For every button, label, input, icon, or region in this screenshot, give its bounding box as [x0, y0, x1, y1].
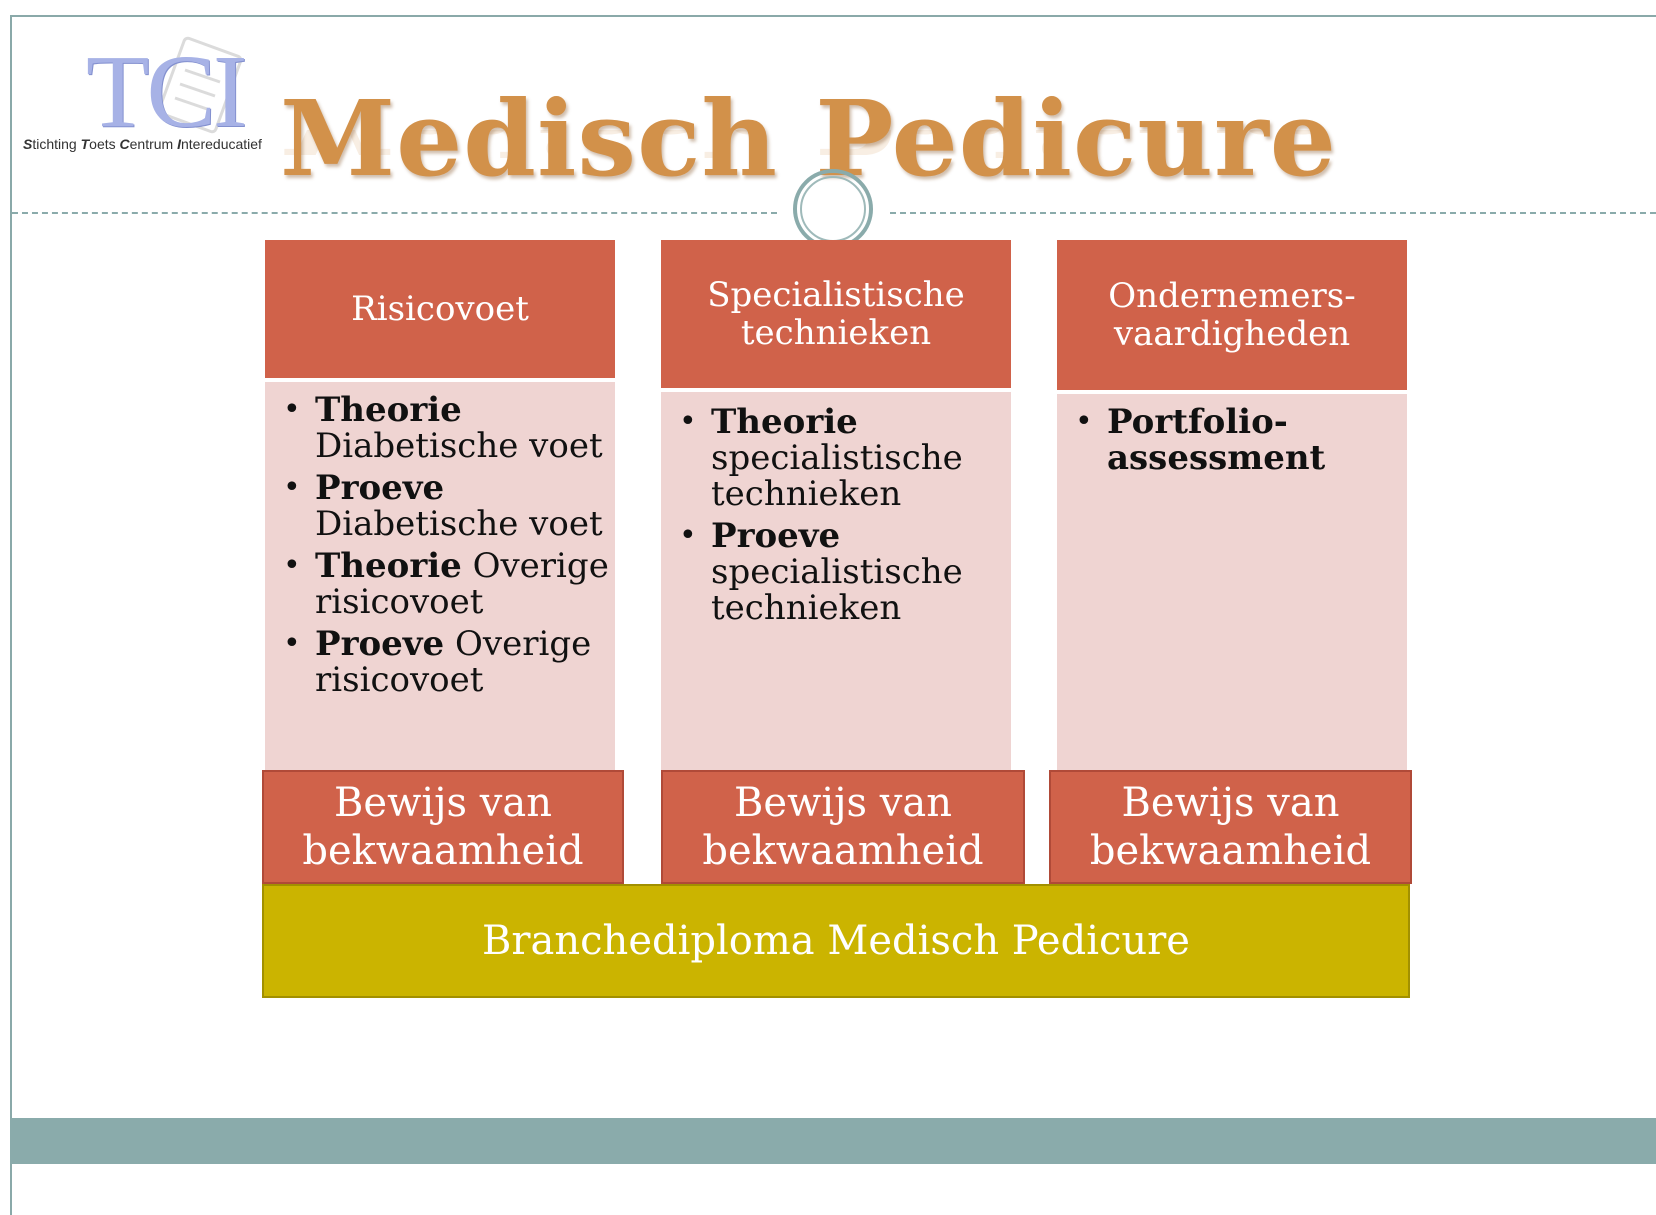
item-text: Diabetische voet — [315, 504, 603, 544]
logo-subtitle-initial: T — [80, 136, 90, 152]
proof-box-risicovoet: Bewijs van bekwaamheid — [262, 770, 624, 884]
item-list: Theorie Diabetische voet Proeve Diabetis… — [265, 392, 615, 698]
logo-subtitle-initial: C — [119, 136, 130, 152]
list-item: Theorie specialistische technieken — [679, 402, 1011, 514]
logo-subtitle-word: oets — [89, 136, 120, 152]
logo-subtitle-word: tichting — [32, 136, 81, 152]
item-text: Diabetische voet — [315, 426, 603, 466]
column-header-risicovoet: Risicovoet — [265, 240, 615, 378]
proof-label: Bewijs van bekwaamheid — [1089, 780, 1372, 874]
logo-subtitle-initial: S — [23, 136, 33, 152]
item-bold-label: Theorie — [315, 546, 462, 586]
column-header-ondernemersvaardigheden: Ondernemers-vaardigheden — [1057, 240, 1407, 390]
column-header-label: Specialistische technieken — [707, 275, 965, 353]
item-list: Portfolio-assessment — [1057, 404, 1407, 476]
page-title: Medisch Pedicure — [280, 77, 1337, 200]
logo-subtitle-word: ntereducatief — [181, 136, 262, 152]
proof-box-ondernemersvaardigheden: Bewijs van bekwaamheid — [1049, 770, 1412, 884]
proof-label: Bewijs van bekwaamheid — [702, 780, 984, 874]
column-header-specialistische-technieken: Specialistische technieken — [661, 240, 1011, 388]
item-bold-label: Theorie — [711, 402, 858, 442]
column-body-risicovoet: Theorie Diabetische voet Proeve Diabetis… — [265, 382, 615, 770]
list-item: Proeve specialistische technieken — [679, 516, 1011, 628]
item-text: specialistische technieken — [711, 438, 963, 514]
item-list: Theorie specialistische technieken Proev… — [661, 404, 1011, 626]
logo-letters: TCI — [86, 34, 248, 149]
item-bold-label: Proeve — [315, 624, 445, 664]
divider-ring-inner — [800, 176, 866, 242]
diploma-label: Branchediploma Medisch Pedicure — [482, 918, 1190, 964]
column-body-ondernemersvaardigheden: Portfolio-assessment — [1057, 394, 1407, 770]
divider-left — [12, 212, 777, 214]
item-text: specialistische technieken — [711, 552, 963, 628]
list-item: Theorie Diabetische voet — [283, 390, 615, 466]
logo-subtitle-word: entrum — [129, 136, 178, 152]
divider-right — [890, 212, 1656, 214]
list-item: Portfolio-assessment — [1075, 402, 1347, 478]
proof-label: Bewijs van bekwaamheid — [302, 780, 584, 874]
slide-frame — [10, 15, 1656, 1215]
column-header-label: Risicovoet — [351, 289, 529, 329]
item-text: Overige risicovoet — [315, 546, 609, 622]
diploma-box: Branchediploma Medisch Pedicure — [262, 884, 1410, 998]
item-bold-label: Theorie — [315, 390, 462, 430]
footer-band — [10, 1118, 1656, 1164]
clipboard-watermark-icon — [157, 36, 243, 134]
item-text: Overige risicovoet — [315, 624, 592, 700]
logo-subtitle: Stichting Toets Centrum Intereducatief — [23, 136, 262, 152]
column-header-label: Ondernemers-vaardigheden — [1108, 276, 1356, 354]
item-bold-label: Portfolio-assessment — [1107, 402, 1326, 478]
item-bold-label: Proeve — [315, 468, 445, 508]
logo-subtitle-initial: I — [177, 136, 181, 152]
list-item: Proeve Overige risicovoet — [283, 624, 615, 700]
column-body-specialistische-technieken: Theorie specialistische technieken Proev… — [661, 392, 1011, 770]
item-bold-label: Proeve — [711, 516, 841, 556]
list-item: Theorie Overige risicovoet — [283, 546, 615, 622]
list-item: Proeve Diabetische voet — [283, 468, 615, 544]
proof-box-specialistische-technieken: Bewijs van bekwaamheid — [661, 770, 1025, 884]
